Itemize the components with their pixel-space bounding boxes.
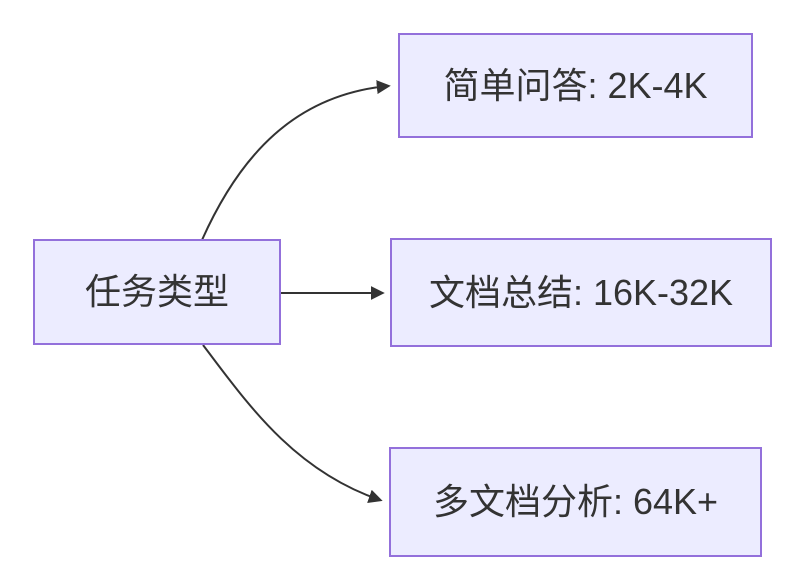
node-doc-summary: 文档总结: 16K-32K: [390, 238, 772, 347]
node-doc-summary-label: 文档总结: 16K-32K: [428, 271, 734, 313]
edge-root-to-branch-2: [202, 344, 383, 504]
node-multi-doc-analysis: 多文档分析: 64K+: [389, 447, 762, 557]
node-simple-qa-label: 简单问答: 2K-4K: [443, 64, 708, 106]
node-simple-qa: 简单问答: 2K-4K: [398, 33, 753, 138]
node-task-type-label: 任务类型: [84, 271, 229, 312]
node-task-type: 任务类型: [33, 239, 281, 345]
node-multi-doc-analysis-label: 多文档分析: 64K+: [432, 481, 719, 522]
edge-root-to-branch-0: [201, 80, 391, 241]
